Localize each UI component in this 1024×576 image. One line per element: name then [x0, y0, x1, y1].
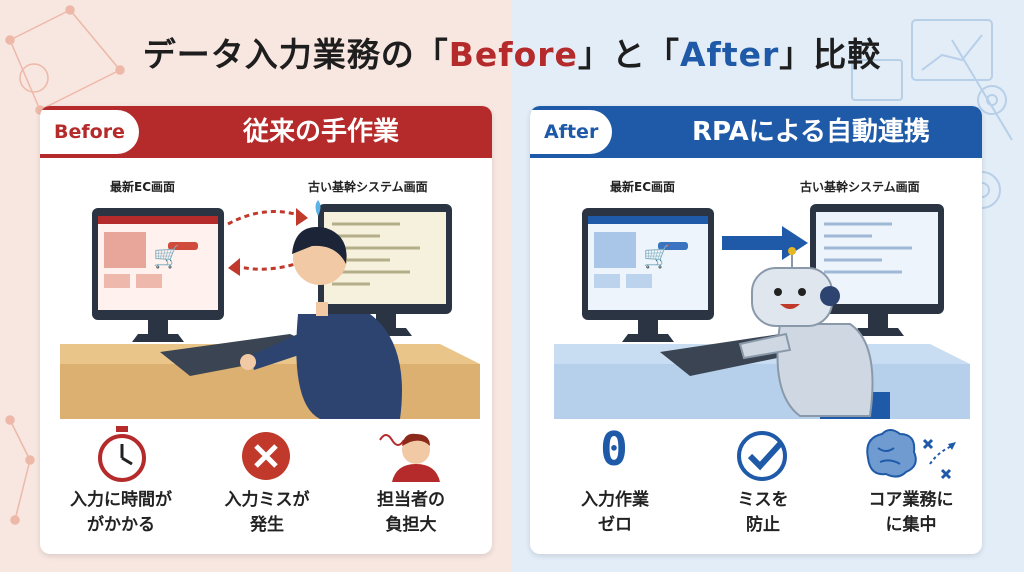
after-heading: RPAによる自動連携 — [691, 117, 931, 147]
before-point-2-line-1: 入力ミスが — [224, 490, 310, 510]
before-point-2: 入力ミスが 発生 — [202, 488, 332, 538]
brain-strategy-icon — [866, 429, 956, 480]
before-point-1: 入力に時間が がかかる — [56, 488, 186, 538]
title-suffix: 」比較 — [779, 35, 882, 74]
check-circle-icon — [737, 431, 787, 481]
after-label-ec-screen: 最新EC画面 — [610, 180, 676, 194]
legacy-monitor — [810, 204, 944, 336]
desk-front — [60, 364, 480, 419]
after-point-2: ミスを 防止 — [698, 488, 828, 538]
title-before: Before — [448, 35, 578, 74]
page-title: データ入力業務の「Before」と「After」比較 — [0, 28, 1024, 76]
after-badge: After — [530, 110, 613, 154]
cart-icon: 🛒 — [153, 244, 180, 270]
title-after: After — [679, 35, 780, 74]
after-label-legacy-screen: 古い基幹システム画面 — [800, 180, 920, 194]
after-point-3: コア業務に に集中 — [846, 488, 976, 538]
manual-work-illustration: 🛒 — [60, 200, 480, 419]
after-header: After RPAによる自動連携 — [530, 106, 982, 158]
before-point-3-line-2: 負担大 — [385, 515, 437, 535]
ec-monitor: 🛒 — [582, 208, 714, 342]
automation-arrow — [722, 226, 808, 260]
before-point-2-line-2: 発生 — [250, 515, 284, 535]
after-point-1: 入力作業 ゼロ — [550, 488, 680, 538]
before-point-1-line-1: 入力に時間が — [70, 490, 172, 510]
title-prefix: データ入力業務の「 — [142, 35, 449, 74]
stressed-worker — [240, 200, 402, 419]
after-point-1-line-2: ゼロ — [598, 515, 632, 535]
before-panel: Before 従来の手作業 最新EC画面 古い基幹システム画面 🛒 — [40, 106, 492, 554]
after-panel: After RPAによる自動連携 最新EC画面 古い基幹システム画面 🛒 — [530, 106, 982, 554]
network-decoration-left — [5, 5, 125, 525]
before-label-legacy-screen: 古い基幹システム画面 — [308, 180, 428, 194]
before-point-3: 担当者の 負担大 — [346, 488, 476, 538]
after-point-3-line-1: コア業務に — [868, 490, 954, 510]
before-label-ec-screen: 最新EC画面 — [110, 180, 176, 194]
rpa-illustration: 🛒 — [554, 204, 970, 419]
after-point-2-line-2: 防止 — [746, 515, 780, 535]
zero-icon: 0 — [600, 422, 628, 476]
before-point-3-line-1: 担当者の — [377, 490, 445, 510]
ec-monitor: 🛒 — [92, 208, 224, 342]
after-point-2-line-1: ミスを — [737, 490, 789, 510]
data-transfer-arrows — [227, 210, 303, 271]
before-header: Before 従来の手作業 — [40, 106, 492, 158]
stopwatch-icon — [98, 426, 146, 482]
after-point-1-line-1: 入力作業 — [581, 490, 649, 510]
cart-icon: 🛒 — [643, 244, 670, 270]
after-point-3-line-2: に集中 — [885, 515, 937, 535]
robot — [738, 247, 890, 419]
before-heading: 従来の手作業 — [242, 117, 399, 147]
desk-front — [554, 364, 970, 419]
before-point-1-line-2: がかかる — [87, 515, 155, 535]
before-badge: Before — [40, 110, 139, 154]
x-circle-icon — [242, 432, 290, 480]
stressed-person-icon — [379, 433, 440, 482]
title-mid: 」と「 — [577, 35, 680, 74]
